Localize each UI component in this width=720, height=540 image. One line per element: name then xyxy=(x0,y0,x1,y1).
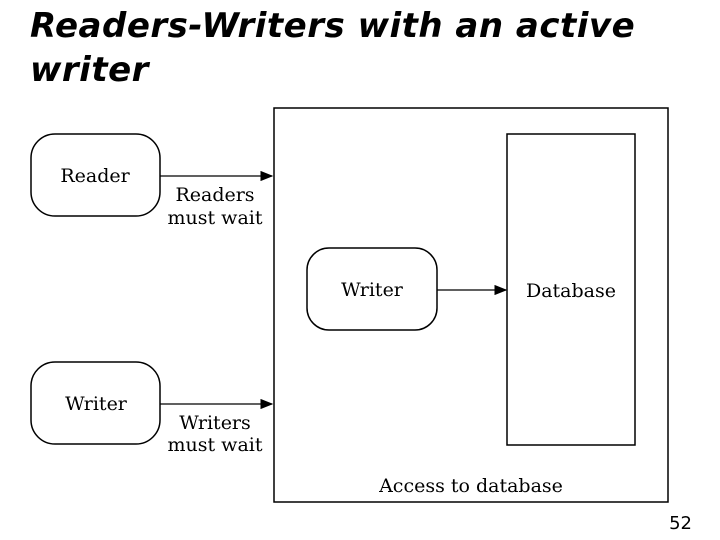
active-writer-box xyxy=(306,247,438,331)
readers-wait-line-2: must wait xyxy=(168,207,263,229)
waiting-writer-box xyxy=(30,361,161,445)
database-label: Database xyxy=(526,280,616,302)
readers-wait-line-1: Readers xyxy=(175,184,254,206)
reader-box xyxy=(30,133,161,217)
waiting-writer-label: Writer xyxy=(65,393,128,415)
page-number: 52 xyxy=(669,513,692,534)
slide-title: Readers-Writers with an active writer xyxy=(30,4,710,92)
access-region xyxy=(273,107,669,503)
slide-title-line-1: Readers-Writers with an active xyxy=(30,6,636,46)
reader-label: Reader xyxy=(60,165,130,187)
access-label: Access to database xyxy=(378,475,563,497)
writers-wait-line-1: Writers xyxy=(179,412,251,434)
writers-wait-line-2: must wait xyxy=(168,434,263,456)
active-writer-label: Writer xyxy=(341,279,404,301)
slide-title-line-2: writer xyxy=(30,50,149,90)
